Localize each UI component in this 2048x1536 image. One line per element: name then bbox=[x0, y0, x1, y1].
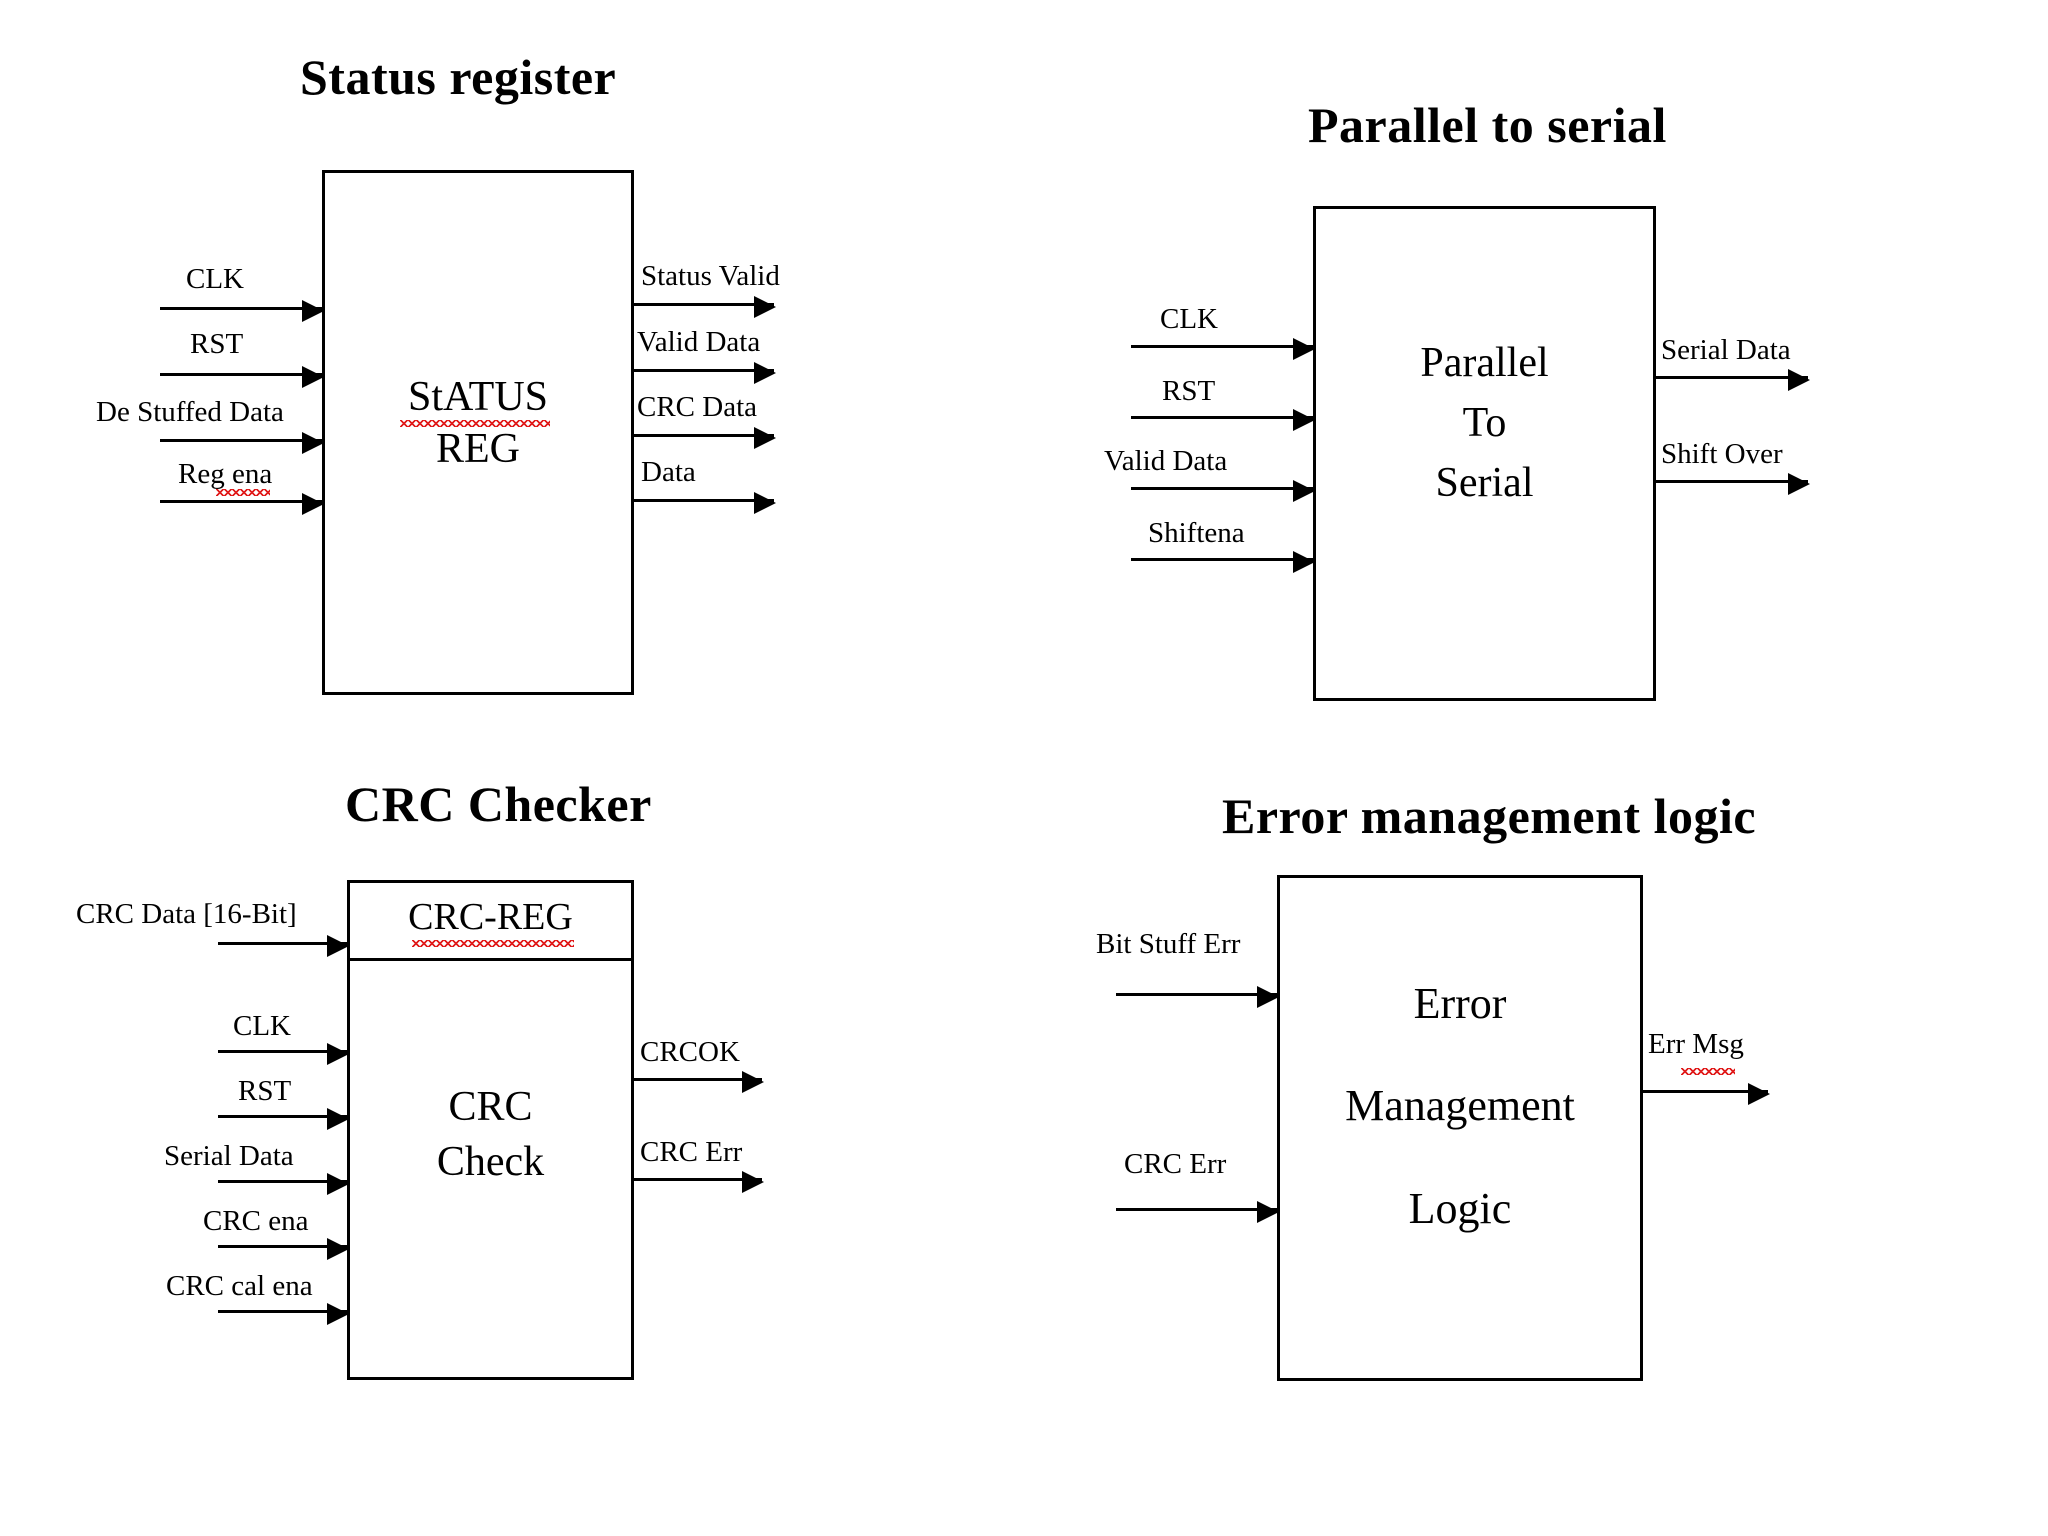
crc-input-label-rst: RST bbox=[238, 1075, 292, 1107]
status-output-wire-status-valid bbox=[634, 296, 776, 318]
title-status-register: Status register bbox=[300, 49, 617, 105]
title-error-management-logic: Error management logic bbox=[1222, 788, 1757, 844]
error-input-wire-crc-err bbox=[1116, 1201, 1279, 1223]
status-register-box: StATUS REG bbox=[322, 170, 634, 695]
crc-output-wire-crcok bbox=[634, 1071, 764, 1093]
status-input-wire-reg-ena bbox=[160, 493, 324, 515]
crc-output-wire-crc-err bbox=[634, 1171, 764, 1193]
crc-checker-label-line1: CRC bbox=[448, 1084, 533, 1130]
error-management-label-line1: Error bbox=[1413, 979, 1507, 1028]
parallel-input-wire-clk bbox=[1131, 338, 1315, 360]
crc-input-wire-crc-ena bbox=[218, 1238, 349, 1260]
crc-checker-section-divider bbox=[350, 958, 631, 961]
parallel-output-wire-serial-data bbox=[1656, 369, 1810, 391]
error-output-wire-err-msg bbox=[1643, 1083, 1770, 1105]
crc-input-label-serial-data: Serial Data bbox=[164, 1140, 294, 1172]
status-output-label-crc-data: CRC Data bbox=[637, 391, 758, 423]
parallel-input-wire-rst bbox=[1131, 409, 1315, 431]
error-management-label-line3: Logic bbox=[1408, 1184, 1512, 1233]
title-parallel-to-serial: Parallel to serial bbox=[1308, 97, 1667, 153]
status-register-label-line2: REG bbox=[436, 426, 520, 472]
crc-output-label-crc-err: CRC Err bbox=[640, 1136, 743, 1168]
status-register-spellcheck-underline bbox=[400, 420, 550, 427]
status-output-label-valid-data: Valid Data bbox=[637, 326, 761, 358]
crc-input-wire-crc-cal-ena bbox=[218, 1303, 349, 1325]
error-output-err-msg-spellcheck-underline bbox=[1681, 1068, 1735, 1075]
status-input-wire-rst bbox=[160, 366, 324, 388]
error-management-box: Error Management Logic bbox=[1277, 875, 1643, 1381]
crc-output-label-crcok: CRCOK bbox=[640, 1036, 740, 1068]
status-input-wire-clk bbox=[160, 300, 324, 322]
error-output-label-err-msg: Err Msg bbox=[1648, 1028, 1744, 1060]
crc-input-wire-clk bbox=[218, 1043, 349, 1065]
error-input-label-crc-err: CRC Err bbox=[1124, 1148, 1227, 1180]
parallel-input-label-shiftena: Shiftena bbox=[1148, 517, 1245, 549]
parallel-input-label-clk: CLK bbox=[1160, 303, 1218, 335]
error-input-wire-bit-stuff-err bbox=[1116, 986, 1279, 1008]
parallel-output-label-serial-data: Serial Data bbox=[1661, 334, 1791, 366]
crc-input-wire-rst bbox=[218, 1108, 349, 1130]
parallel-output-wire-shift-over bbox=[1656, 473, 1810, 495]
crc-input-label-clk: CLK bbox=[233, 1010, 291, 1042]
status-output-label-data: Data bbox=[641, 456, 696, 488]
crc-input-label-crc-data-16bit: CRC Data [16-Bit] bbox=[76, 898, 297, 930]
status-register-label-line1: StATUS bbox=[407, 374, 549, 420]
status-input-label-reg-ena: Reg ena bbox=[178, 458, 273, 490]
parallel-input-wire-valid-data bbox=[1131, 480, 1315, 502]
crc-input-label-crc-ena: CRC ena bbox=[203, 1205, 309, 1237]
crc-checker-box: CRC-REG CRC Check bbox=[347, 880, 634, 1380]
error-management-label-line2: Management bbox=[1345, 1081, 1575, 1130]
status-input-label-de-stuffed-data: De Stuffed Data bbox=[96, 396, 284, 428]
crc-checker-header-label: CRC-REG bbox=[408, 896, 573, 938]
parallel-input-label-valid-data: Valid Data bbox=[1104, 445, 1228, 477]
crc-input-wire-serial-data bbox=[218, 1173, 349, 1195]
status-input-label-rst: RST bbox=[190, 328, 244, 360]
status-output-wire-data bbox=[634, 492, 776, 514]
crc-checker-spellcheck-underline bbox=[412, 940, 574, 947]
parallel-to-serial-label-line3: Serial bbox=[1435, 460, 1534, 506]
parallel-input-label-rst: RST bbox=[1162, 375, 1216, 407]
crc-checker-label-line2: Check bbox=[436, 1139, 545, 1185]
status-output-label-status-valid: Status Valid bbox=[641, 260, 780, 292]
status-input-reg-ena-spellcheck-underline bbox=[216, 489, 270, 496]
parallel-input-wire-shiftena bbox=[1131, 551, 1315, 573]
parallel-to-serial-label-line1: Parallel bbox=[1420, 340, 1549, 386]
crc-input-label-crc-cal-ena: CRC cal ena bbox=[166, 1270, 313, 1302]
error-input-label-bit-stuff-err: Bit Stuff Err bbox=[1096, 928, 1241, 960]
parallel-output-label-shift-over: Shift Over bbox=[1661, 438, 1783, 470]
title-crc-checker: CRC Checker bbox=[345, 776, 652, 832]
parallel-to-serial-box: Parallel To Serial bbox=[1313, 206, 1656, 701]
status-input-wire-de-stuffed-data bbox=[160, 432, 324, 454]
status-output-wire-valid-data bbox=[634, 362, 776, 384]
parallel-to-serial-label-line2: To bbox=[1462, 400, 1507, 446]
status-output-wire-crc-data bbox=[634, 427, 776, 449]
crc-input-wire-crc-data-16bit bbox=[218, 935, 349, 957]
status-input-label-clk: CLK bbox=[186, 263, 244, 295]
